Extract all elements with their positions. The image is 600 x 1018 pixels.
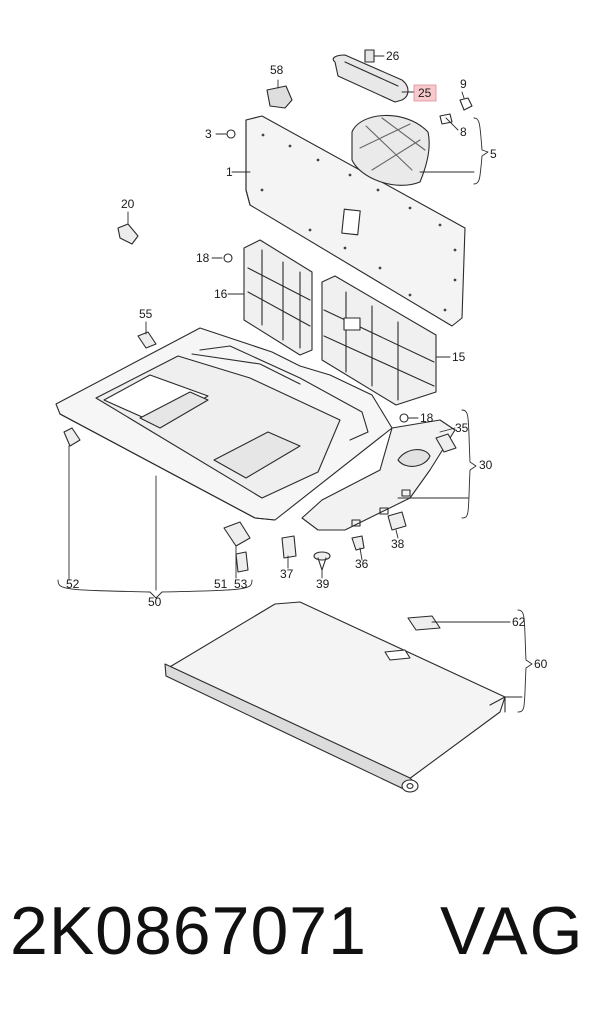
handle-part-25 — [332, 54, 409, 103]
screw-parts — [223, 97, 473, 423]
callout-52: 52 — [66, 577, 80, 591]
latch-part-51 — [223, 521, 251, 547]
highlight-box-25 — [413, 84, 437, 102]
exploded-parts-diagram: 1 3 5 8 9 15 16 18 18 20 25 26 30 35 36 … — [55, 49, 548, 793]
bracket-part-20 — [117, 223, 139, 245]
callout-5: 5 — [490, 147, 497, 161]
cap-part-58 — [266, 85, 293, 109]
clip-part-55 — [137, 331, 157, 349]
callout-8: 8 — [460, 125, 467, 139]
callout-50: 50 — [148, 595, 162, 609]
callout-26: 26 — [386, 49, 400, 63]
rear-panel-part — [245, 115, 466, 327]
callout-20: 20 — [121, 197, 135, 211]
callout-18-bottom: 18 — [420, 411, 434, 425]
callout-1: 1 — [226, 165, 233, 179]
callout-35: 35 — [455, 421, 469, 435]
callout-37: 37 — [280, 567, 294, 581]
callout-15: 15 — [452, 350, 466, 364]
callout-30: 30 — [479, 458, 493, 472]
callout-3: 3 — [205, 127, 212, 141]
callout-58: 58 — [270, 63, 284, 77]
luggage-cover-part — [164, 601, 506, 793]
push-pin-part-39 — [313, 551, 331, 571]
callout-25: 25 — [418, 86, 432, 100]
callout-38: 38 — [391, 537, 405, 551]
callout-55: 55 — [139, 307, 153, 321]
callout-53: 53 — [234, 577, 248, 591]
brand-label: VAG — [440, 893, 585, 969]
clip-part-38 — [387, 511, 407, 531]
callout-36: 36 — [355, 557, 369, 571]
callout-16: 16 — [214, 287, 228, 301]
clip-part-52 — [63, 427, 81, 447]
leader-lines — [57, 55, 533, 713]
right-grid-panel-part — [321, 275, 437, 406]
callout-18-top: 18 — [196, 251, 210, 265]
handle-part-62 — [407, 615, 441, 631]
callout-39: 39 — [316, 577, 330, 591]
callout-60: 60 — [534, 657, 548, 671]
part-number-label: 2K0867071 — [10, 893, 367, 969]
bolt-part-53 — [235, 551, 249, 573]
callout-9: 9 — [460, 77, 467, 91]
screw-part-36 — [351, 535, 365, 551]
callout-62: 62 — [512, 615, 526, 629]
floor-panel-part — [55, 327, 393, 521]
callout-51: 51 — [214, 577, 228, 591]
bracket-part-35 — [435, 433, 457, 453]
clip-part-37 — [281, 535, 297, 559]
cushion-part-5 — [351, 114, 430, 186]
side-trim-part — [301, 419, 456, 531]
left-grid-panel-part — [243, 239, 313, 356]
clip-part-26 — [364, 49, 375, 63]
